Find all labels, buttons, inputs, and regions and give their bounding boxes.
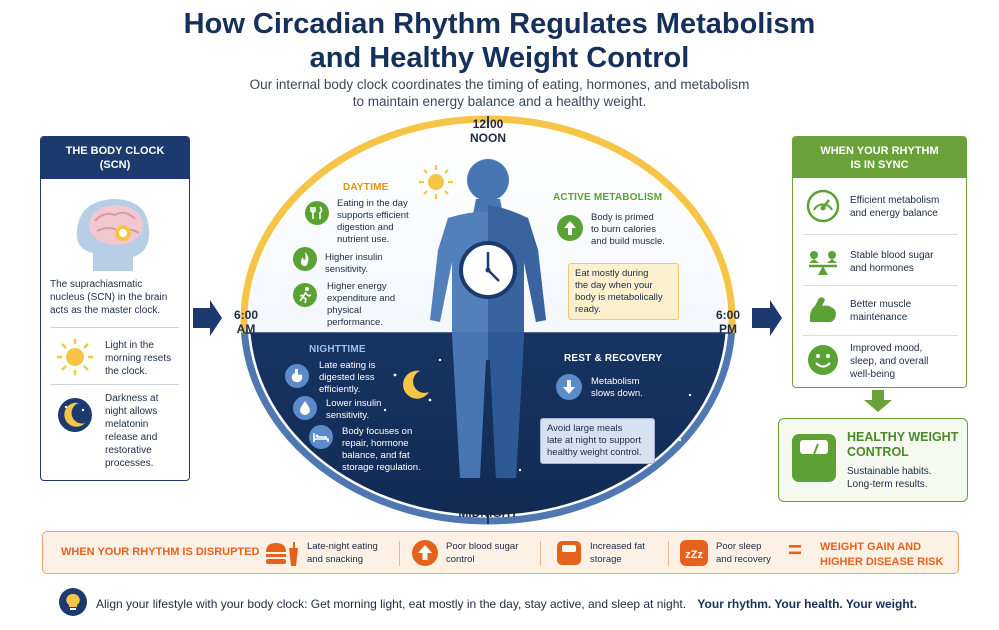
nighttime-tip-note: Avoid large meals late at night to suppo… bbox=[540, 418, 655, 464]
active-metabolism-text: Body is primed to burn calories and buil… bbox=[591, 212, 665, 247]
footer-tagline: Your rhythm. Your health. Your weight. bbox=[697, 597, 917, 611]
midnight-label: 12:00 MIDNIGHT bbox=[458, 492, 518, 520]
equals-sign: = bbox=[788, 537, 803, 564]
healthy-weight-title: HEALTHY WEIGHT CONTROL bbox=[847, 430, 959, 459]
am-label: 6:00 AM bbox=[233, 308, 259, 336]
disrupted-item-blood-sugar: Poor blood sugar control bbox=[446, 541, 519, 565]
arrow-up-icon bbox=[412, 540, 438, 566]
body-clock-title: THE BODY CLOCK bbox=[65, 145, 165, 157]
subtitle-line2: to maintain energy balance and a healthy… bbox=[352, 94, 647, 109]
svg-text:zZz: zZz bbox=[685, 549, 703, 561]
subtitle-line1: Our internal body clock coordinates the … bbox=[249, 77, 750, 92]
disrupted-item-fat-storage: Increased fat storage bbox=[590, 541, 645, 565]
drop-icon bbox=[293, 396, 317, 420]
body-clock-subtitle: (SCN) bbox=[99, 159, 131, 171]
daytime-item-insulin: Higher insulin sensitivity. bbox=[325, 252, 383, 275]
bed-icon bbox=[309, 425, 333, 449]
in-sync-title-line2: IS IN SYNC bbox=[850, 159, 909, 171]
muscle-icon bbox=[809, 297, 836, 322]
runner-icon bbox=[293, 283, 317, 307]
dark-description: Darkness at night allows melatonin relea… bbox=[105, 393, 159, 469]
nighttime-item-insulin: Lower insulin sensitivity. bbox=[326, 398, 382, 421]
moon-stars-icon bbox=[58, 398, 92, 432]
scale-icon bbox=[792, 434, 836, 482]
nighttime-title: NIGHTTIME bbox=[309, 344, 366, 355]
healthy-weight-subtext: Sustainable habits. Long-term results. bbox=[847, 466, 932, 490]
stomach-icon bbox=[285, 364, 309, 388]
disrupted-item-sleep: Poor sleep and recovery bbox=[716, 541, 771, 565]
in-sync-item-mood: Improved mood, sleep, and overall well-b… bbox=[793, 336, 966, 386]
scale-icon bbox=[557, 541, 581, 565]
page-title-line1: How Circadian Rhythm Regulates Metabolis… bbox=[183, 8, 816, 40]
arrow-up-icon bbox=[557, 215, 583, 241]
disrupted-item-late-eating: Late-night eating and snacking bbox=[307, 541, 378, 565]
scn-description: The suprachiasmatic nucleus (SCN) in the… bbox=[50, 279, 168, 316]
daytime-item-eating: Eating in the day supports efficient dig… bbox=[337, 198, 409, 245]
nighttime-item-eating: Late eating is digested less efficiently… bbox=[319, 360, 376, 395]
body-clock-panel: THE BODY CLOCK (SCN) The suprachiasmatic… bbox=[40, 136, 190, 481]
lightbulb-icon bbox=[59, 588, 87, 616]
footer-tip: Align your lifestyle with your body cloc… bbox=[96, 597, 917, 611]
disrupted-result: WEIGHT GAIN AND HIGHER DISEASE RISK bbox=[820, 541, 944, 568]
in-sync-item-metabolism: Efficient metabolism and energy balance bbox=[793, 182, 966, 232]
in-sync-panel: WHEN YOUR RHYTHM IS IN SYNC Efficient me… bbox=[792, 136, 967, 388]
daytime-item-energy: Higher energy expenditure and physical p… bbox=[327, 281, 396, 328]
sun-icon bbox=[57, 339, 93, 375]
pm-label: 6:00 PM bbox=[715, 308, 741, 336]
fork-knife-icon bbox=[305, 201, 329, 225]
healthy-weight-box: HEALTHY WEIGHT CONTROL Sustainable habit… bbox=[778, 418, 968, 502]
disrupted-title: WHEN YOUR RHYTHM IS DISRUPTED bbox=[61, 546, 260, 558]
noon-label: 12:00 NOON bbox=[470, 117, 506, 145]
daytime-sun-icon bbox=[419, 165, 453, 199]
brain-head-icon bbox=[76, 199, 150, 271]
crescent-moon-icon bbox=[403, 370, 429, 399]
body-clock-header: THE BODY CLOCK (SCN) bbox=[41, 137, 189, 179]
balance-icon bbox=[809, 251, 837, 275]
gauge-icon bbox=[806, 189, 840, 223]
in-sync-item-muscle: Better muscle maintenance bbox=[793, 286, 966, 336]
arrow-down-icon bbox=[556, 374, 582, 400]
light-description: Light in the morning resets the clock. bbox=[105, 340, 172, 377]
in-sync-item-blood-sugar: Stable blood sugar and hormones bbox=[793, 237, 966, 287]
nighttime-item-repair: Body focuses on repair, hormone balance,… bbox=[342, 426, 421, 473]
burger-icon bbox=[266, 542, 298, 566]
footer-tip-text: Align your lifestyle with your body cloc… bbox=[96, 597, 687, 611]
rest-recovery-text: Metabolism slows down. bbox=[591, 376, 643, 399]
disrupted-strip: WHEN YOUR RHYTHM IS DISRUPTED Late-night… bbox=[42, 531, 959, 574]
daytime-title: DAYTIME bbox=[343, 182, 389, 193]
page-title-line2: and Healthy Weight Control bbox=[309, 42, 690, 74]
smile-icon bbox=[808, 345, 838, 375]
active-metabolism-title: ACTIVE METABOLISM bbox=[553, 192, 663, 203]
zzz-icon: zZz bbox=[680, 540, 708, 566]
in-sync-header: WHEN YOUR RHYTHM IS IN SYNC bbox=[793, 137, 966, 178]
daytime-tip-note: Eat mostly during the day when your body… bbox=[568, 263, 679, 320]
in-sync-title-line1: WHEN YOUR RHYTHM bbox=[820, 145, 939, 157]
rest-recovery-title: REST & RECOVERY bbox=[564, 353, 663, 364]
human-silhouette bbox=[430, 159, 546, 478]
flame-icon bbox=[293, 247, 317, 271]
